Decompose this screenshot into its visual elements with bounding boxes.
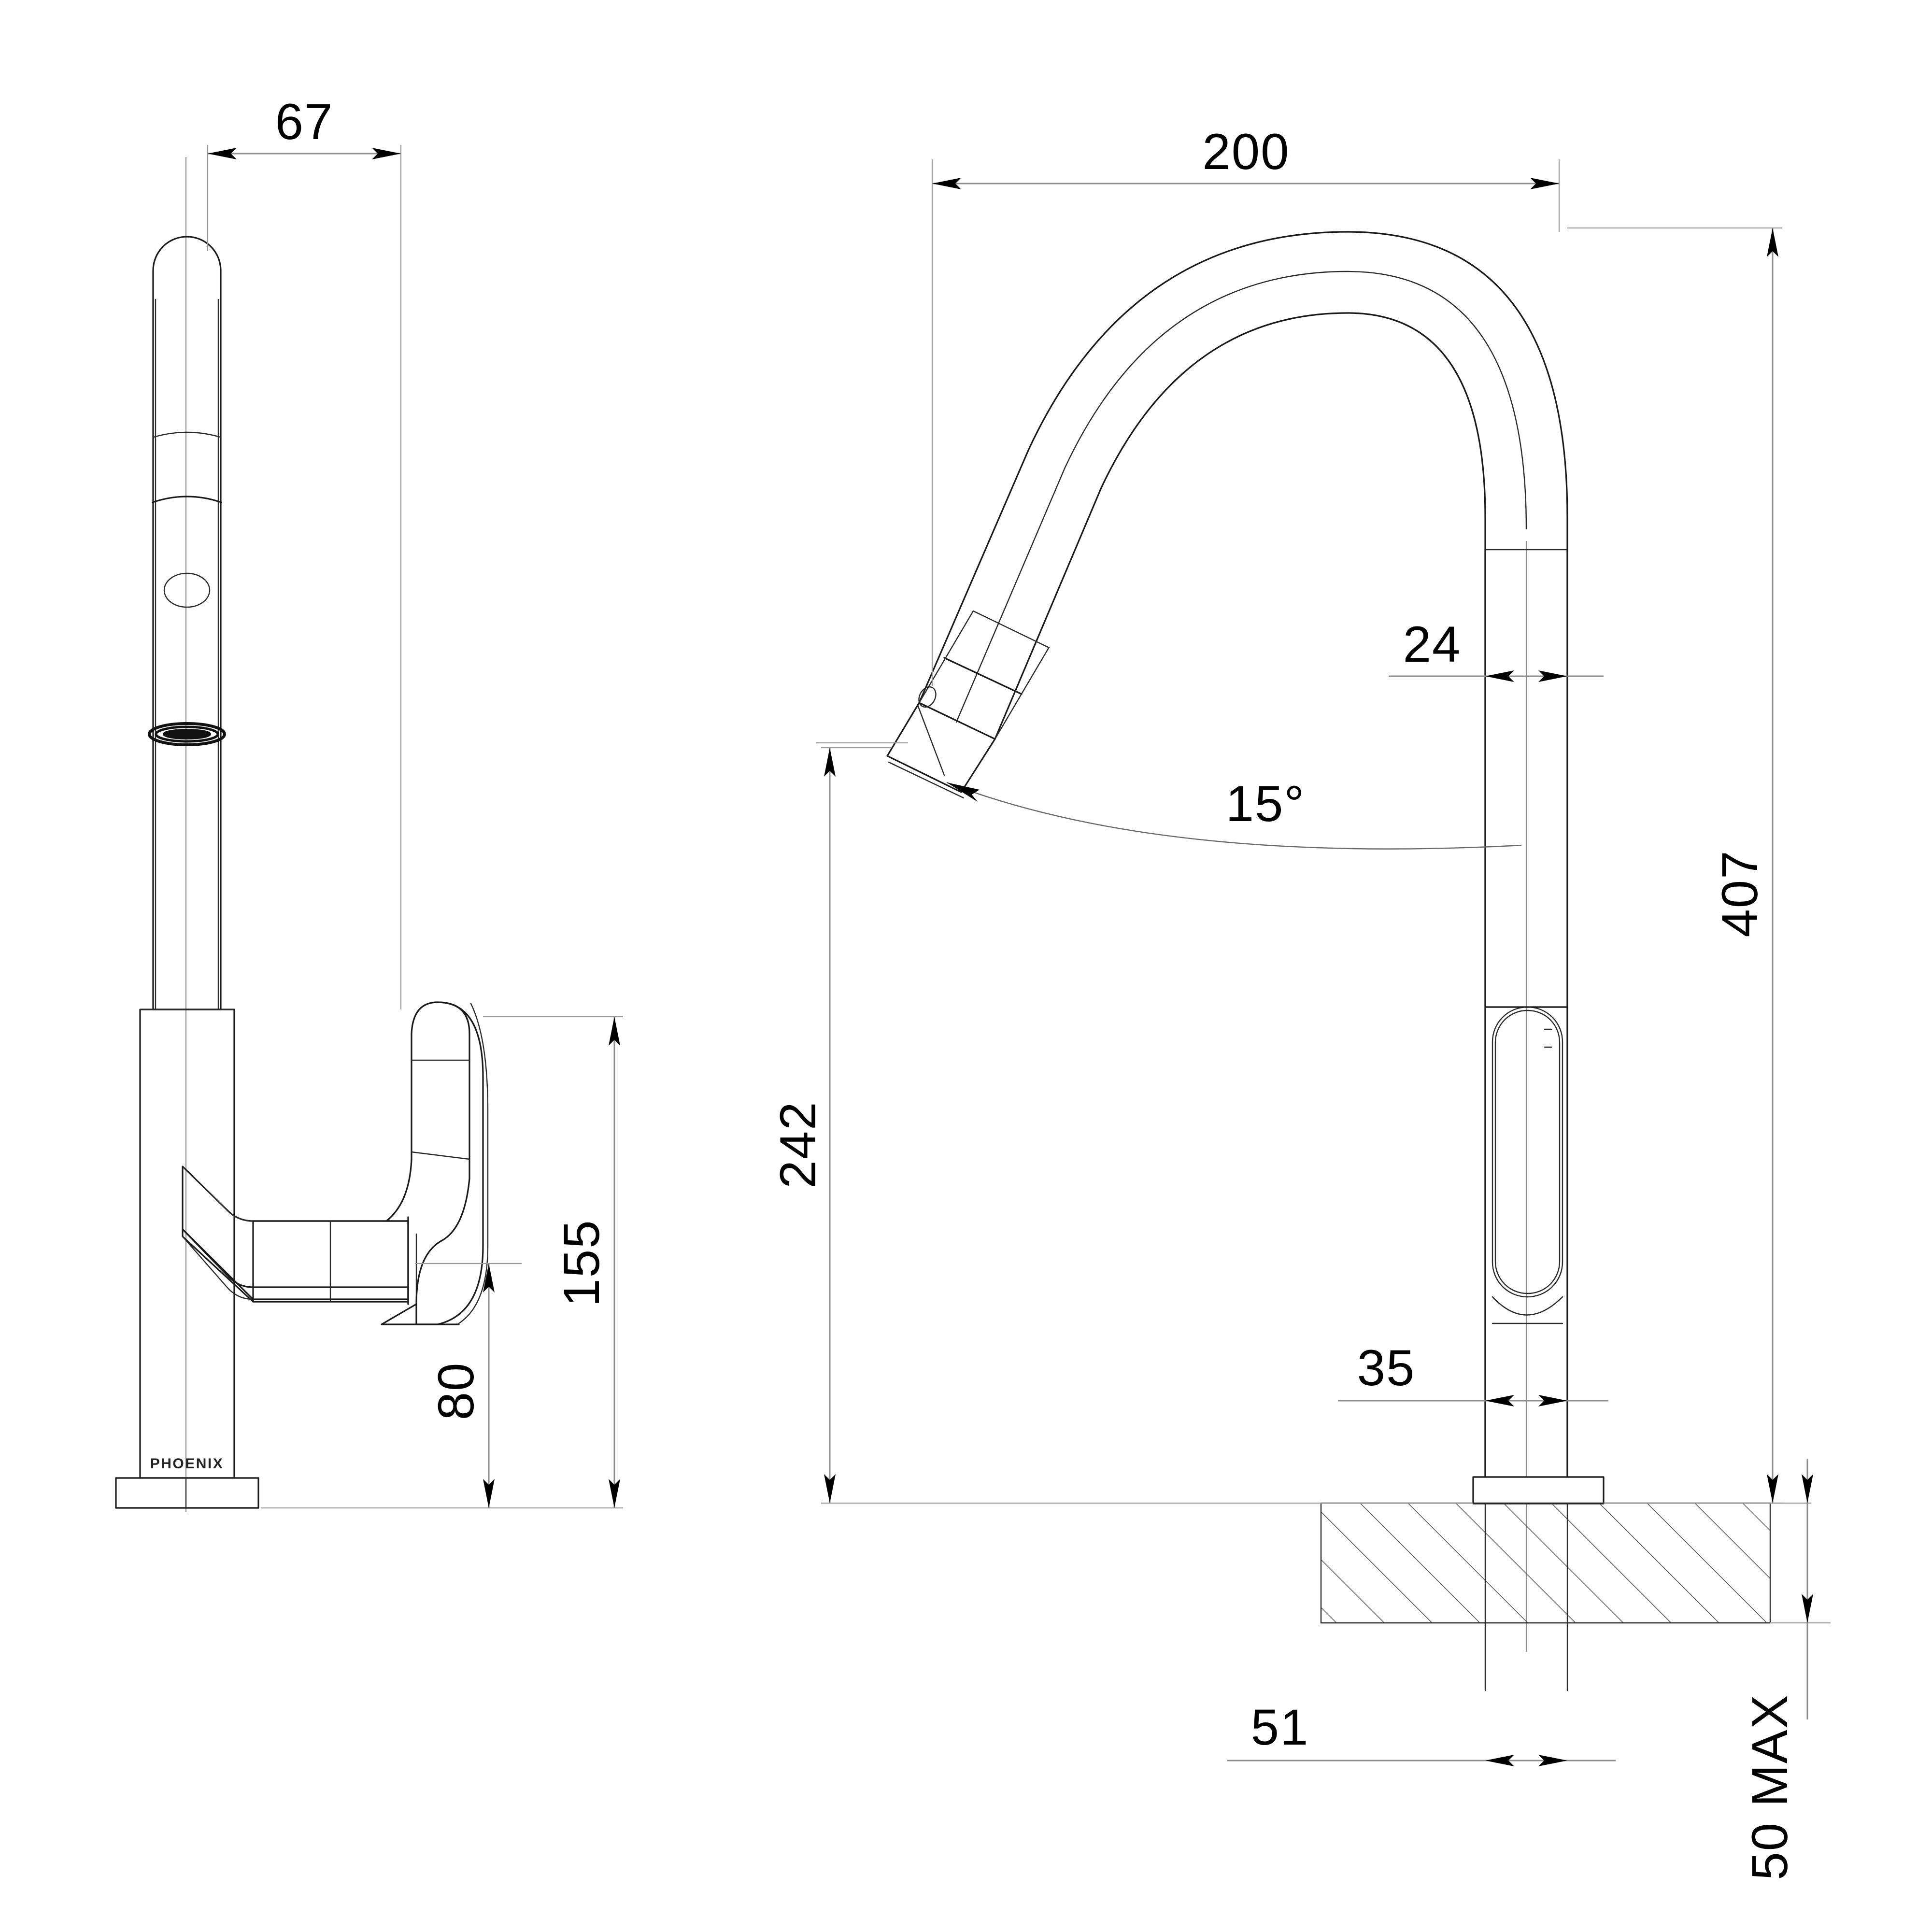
front-view-dimensions: 67 155 80 — [207, 94, 623, 1509]
grip-bottom-curve — [1492, 1296, 1563, 1316]
lever-hinge-wedge — [182, 1165, 254, 1300]
arrow-50max-bottom — [1802, 1594, 1813, 1623]
arrow-15deg — [947, 782, 980, 802]
front-body-column — [139, 1009, 235, 1479]
base-flange — [115, 1477, 259, 1509]
grip-outer[interactable] — [1492, 1006, 1563, 1298]
dimension-label-200: 200 — [1202, 124, 1290, 180]
arrow-51-left — [1485, 1755, 1514, 1766]
side-pulldown-grip[interactable] — [1484, 1006, 1568, 1324]
leader-15deg — [946, 781, 1522, 850]
arrow-200-right — [1530, 178, 1559, 189]
dimension-label-35: 35 — [1357, 1340, 1416, 1396]
side-base-flange — [1472, 1476, 1605, 1505]
dimension-label-24: 24 — [1403, 616, 1462, 673]
front-lever-handle[interactable] — [182, 1001, 489, 1325]
dimension-label-15deg: 15° — [1226, 776, 1306, 832]
arrow-24-left — [1485, 670, 1514, 682]
spray-head-collar-2 — [972, 610, 1049, 648]
front-spray-wand — [148, 236, 226, 1010]
spout-inner-profile — [994, 312, 1486, 1503]
dimension-label-50max: 50 MAX — [1742, 1694, 1798, 1880]
arrow-67-right — [372, 148, 401, 159]
arrow-35-left — [1485, 1395, 1514, 1406]
spray-mode-button[interactable] — [163, 572, 211, 608]
dimension-label-67: 67 — [275, 94, 334, 150]
front-view: PHOENIX — [115, 157, 489, 1512]
front-base-flange — [115, 1477, 259, 1509]
spout-centre-arc — [955, 270, 1527, 723]
wand-outer-body — [152, 236, 222, 1010]
dimension-label-51: 51 — [1251, 1699, 1309, 1756]
side-view — [886, 231, 1771, 1691]
lever-paddle-highlight — [458, 1003, 489, 1324]
spout-outer-profile — [918, 231, 1568, 1503]
lever-paddle-foot — [381, 1303, 460, 1325]
arrow-80-bottom — [483, 1479, 495, 1508]
arrow-155-top — [609, 1017, 620, 1046]
arrow-200-left — [932, 178, 961, 189]
side-column — [1484, 549, 1568, 1503]
side-base-flange-body — [1472, 1476, 1605, 1505]
mounting-deck — [1320, 1502, 1771, 1691]
spray-mode-button-side[interactable] — [916, 684, 939, 710]
lever-paddle-body[interactable] — [385, 1001, 470, 1305]
spray-head-nozzle-face — [888, 761, 965, 799]
side-view-dimensions: 200 407 242 24 35 — [770, 124, 1831, 1880]
brand-logo: PHOENIX — [150, 1456, 224, 1472]
side-gooseneck-spout — [918, 231, 1568, 1503]
dimension-label-155: 155 — [554, 1219, 610, 1307]
deck-outline — [1320, 1502, 1771, 1624]
arrow-35-right — [1538, 1395, 1567, 1406]
dimension-label-407: 407 — [1712, 850, 1768, 937]
arrow-24-right — [1538, 670, 1567, 682]
arrow-242-bottom — [824, 1474, 836, 1503]
spray-head-left-edge — [918, 610, 974, 704]
spray-head-tip — [886, 702, 996, 793]
dimension-label-80: 80 — [428, 1362, 484, 1421]
aerator-face — [148, 722, 226, 746]
side-spray-head[interactable] — [886, 610, 1050, 799]
arrow-407-bottom — [1767, 1474, 1778, 1503]
dimension-label-242: 242 — [770, 1101, 826, 1188]
ext-15deg-slant — [917, 704, 945, 776]
arrow-407-top — [1767, 228, 1778, 257]
wand-collar-line — [152, 496, 222, 503]
arrow-67-left — [208, 148, 237, 159]
deck-hatch-fill — [1321, 1503, 1770, 1623]
wand-sleeve-line-1 — [153, 431, 221, 438]
spray-head-right-edge — [994, 646, 1050, 740]
lever-upper-wing[interactable] — [182, 1165, 409, 1300]
grip-inner — [1494, 1009, 1561, 1294]
arrow-155-bottom — [609, 1479, 620, 1508]
paddle-tick-lower — [411, 1151, 470, 1160]
body-column — [139, 1009, 235, 1479]
lever-paddle-outer-edge — [415, 1001, 484, 1325]
arrow-80-top — [483, 1264, 495, 1293]
arrow-242-top — [824, 748, 836, 777]
spray-head-collar-1 — [943, 657, 1023, 695]
lever-lower-wing[interactable] — [182, 1228, 409, 1303]
arrow-51-right — [1538, 1755, 1567, 1766]
arrow-50max-top — [1802, 1474, 1813, 1503]
